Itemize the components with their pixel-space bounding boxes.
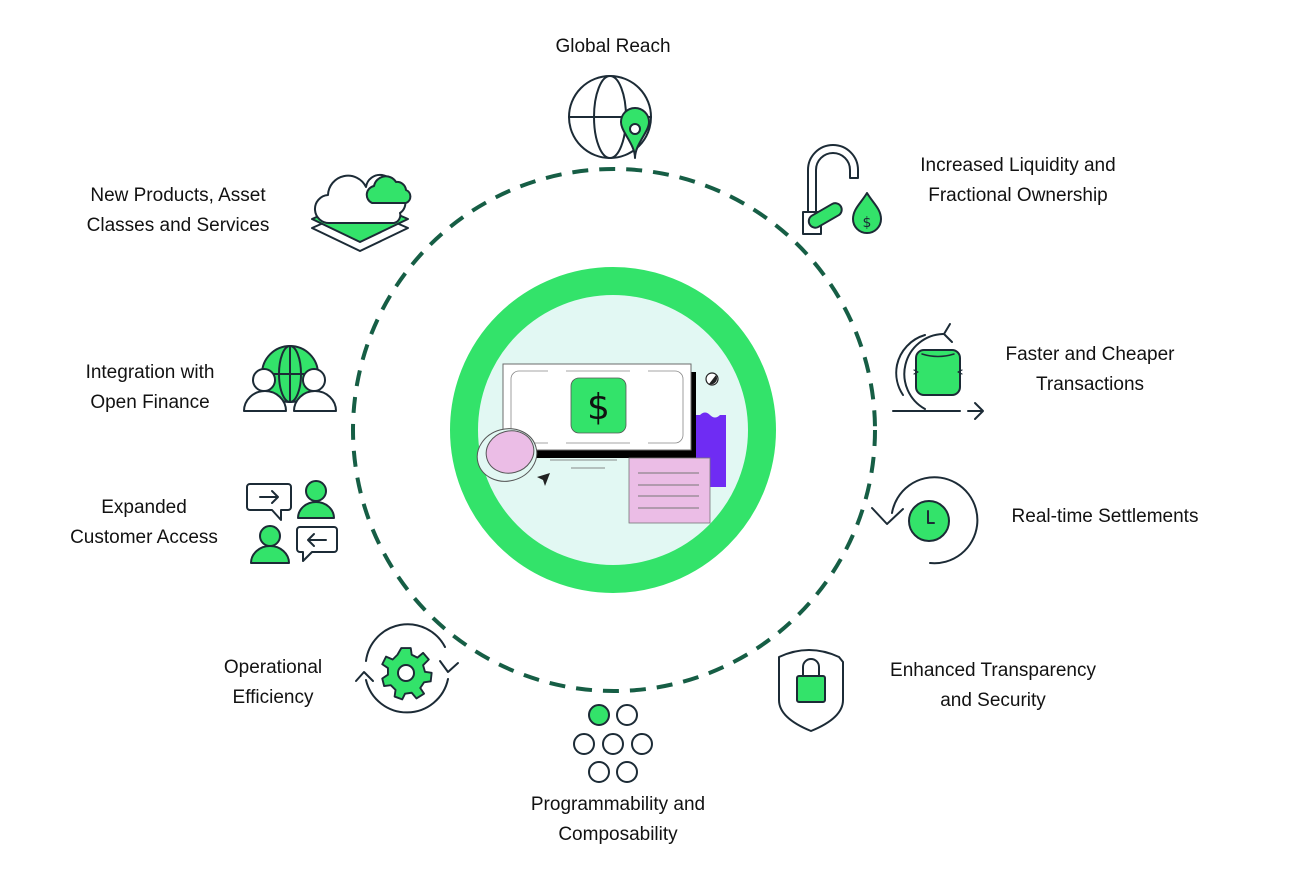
faucet-dollar-drop-icon: $ <box>802 144 882 235</box>
dashed-orbit-circle <box>351 167 877 693</box>
label-open-finance: Integration with Open Finance <box>85 362 215 413</box>
label-transparency: Enhanced Transparency and Security <box>890 660 1096 711</box>
cycle-arrows-code-icon <box>892 323 984 420</box>
gear-cycle-icon <box>355 623 459 714</box>
label-efficiency: Operational Efficiency <box>223 657 323 708</box>
people-chat-icon <box>246 480 338 564</box>
globe-location-pin-icon <box>568 75 652 159</box>
people-globe-icon <box>243 345 337 412</box>
dollar-sign: $ <box>587 387 610 428</box>
dollar-badge <box>570 377 627 434</box>
clock-refresh-icon <box>871 476 979 565</box>
label-liquidity: Increased Liquidity and Fractional Owner… <box>920 155 1116 206</box>
label-programmability: Programmability and Composability <box>530 794 706 845</box>
pink-document <box>628 457 711 524</box>
label-global-reach: Global Reach <box>555 36 671 57</box>
shield-lock-icon <box>778 649 844 732</box>
label-settlements: Real-time Settlements <box>1011 506 1199 527</box>
svg-text:$: $ <box>863 215 872 231</box>
cursor-arrow <box>537 473 550 486</box>
dot-grid-icon <box>573 704 653 783</box>
cloud-layers-icon <box>311 173 412 252</box>
label-customer-access: Expanded Customer Access <box>70 497 218 548</box>
label-transactions: Faster and Cheaper Transactions <box>1005 344 1175 395</box>
label-new-products: New Products, Asset Classes and Services <box>86 185 270 236</box>
center-illustration: $ <box>476 363 726 524</box>
